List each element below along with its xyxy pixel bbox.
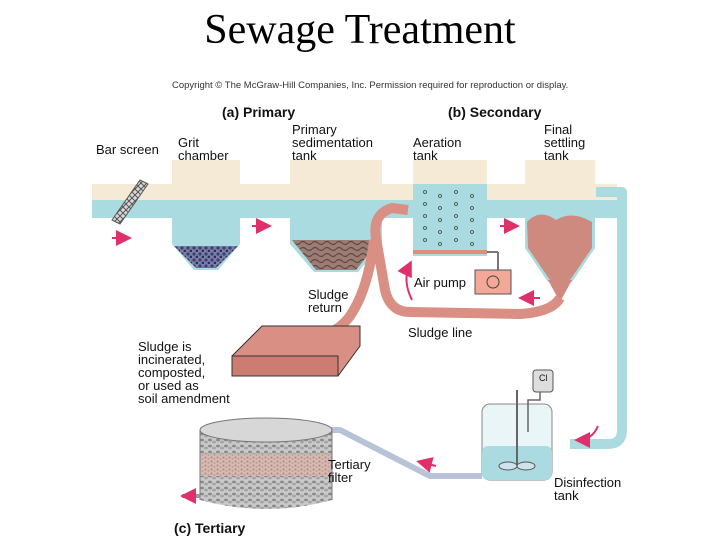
air-line-bar (413, 250, 487, 254)
final-settling-outlet (548, 280, 572, 302)
label-bar-screen: Bar screen (96, 142, 159, 157)
copyright-notice: Copyright © The McGraw-Hill Companies, I… (172, 80, 569, 91)
mixer-blade-right (516, 461, 536, 471)
grit-sediment (174, 246, 238, 268)
air-pump-rotor (486, 275, 500, 289)
effluent-pipe (570, 187, 627, 449)
sludge-tray-front (231, 355, 339, 377)
chlorine-tank (532, 369, 554, 393)
final-settling-top (525, 160, 595, 184)
aeration-bubbles (423, 190, 474, 246)
tertiary-sand-layer (200, 454, 332, 476)
primary-sludge (292, 240, 380, 270)
section-primary: (a) Primary (222, 104, 296, 120)
tertiary-filter-rim (199, 417, 333, 443)
label-air-pump: Air pump (414, 275, 467, 290)
label-sludge-return: Sludge return (308, 287, 349, 315)
flow-arrow-disinfection (574, 425, 599, 448)
label-primary-sedimentation: Primary sedimentation tank (292, 122, 373, 163)
label-tertiary-filter: Tertiary filter (328, 457, 371, 485)
section-tertiary: (c) Tertiary (174, 520, 246, 536)
label-sludge-fate: Sludge is incinerated, composted, or use… (138, 339, 230, 406)
label-chlorine: Cl (539, 373, 548, 383)
final-settling-sludge (527, 214, 592, 280)
label-disinfection-tank: Disinfection tank (554, 475, 622, 503)
aeration-tank-top (413, 160, 487, 184)
primary-tank-top (290, 160, 382, 184)
chlorine-feed-line (527, 392, 541, 432)
page-title: Sewage Treatment (204, 7, 516, 53)
air-pump-box (474, 269, 512, 295)
flow-arrow-tertiary (416, 457, 437, 473)
sludge-return-pipe (370, 203, 565, 319)
aeration-tank-basin (413, 184, 487, 256)
label-aeration-tank: Aeration tank (413, 135, 462, 163)
bar-screen-grate (111, 179, 149, 225)
grit-chamber-top (172, 160, 240, 184)
flow-arrow-return-up (397, 260, 413, 301)
label-final-settling: Final settling tank (544, 122, 586, 163)
mixer-blade-left (498, 461, 518, 471)
label-sludge-line: Sludge line (408, 325, 473, 340)
label-grit-chamber: Grit chamber (178, 135, 229, 163)
section-secondary: (b) Secondary (448, 104, 542, 120)
